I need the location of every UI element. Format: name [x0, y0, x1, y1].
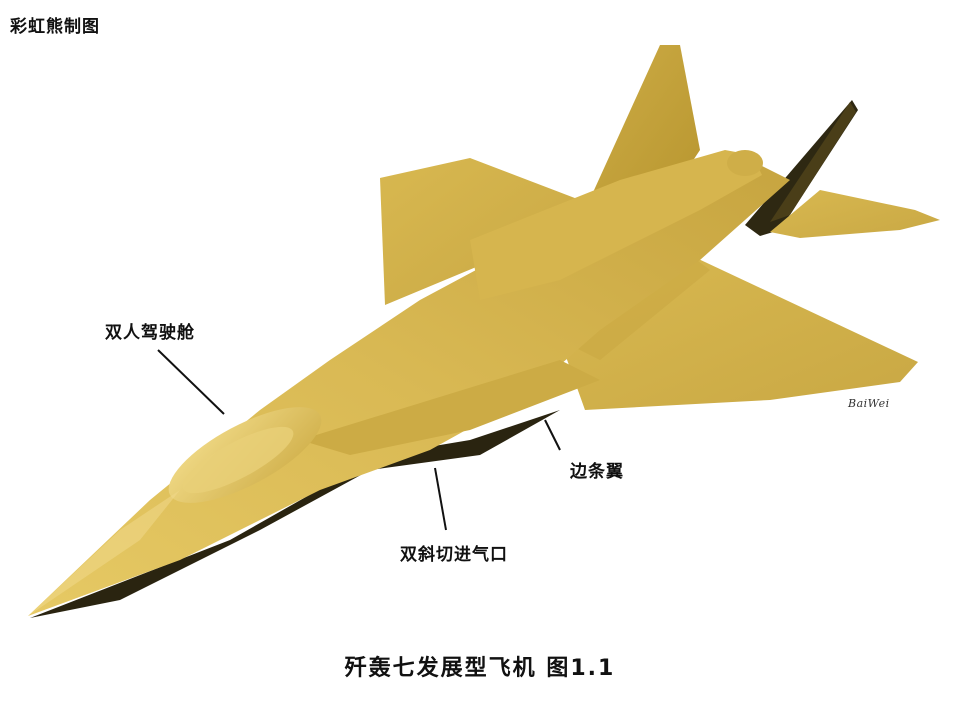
nose-highlight [28, 490, 180, 616]
figure-caption: 歼轰七发展型飞机 图1.1 [344, 656, 616, 681]
right-vertical-fin-edge [770, 102, 856, 222]
fuselage [28, 165, 790, 616]
dorsal-spine [470, 150, 762, 300]
fuselage-underside-shadow [30, 410, 560, 618]
cockpit-callout-line [157, 349, 225, 415]
lerx-callout-line [544, 419, 561, 451]
right-wing-shade [560, 255, 710, 360]
corner-title: 彩虹熊制图 [10, 17, 100, 37]
right-stabilizer [770, 190, 940, 238]
label-lerx: 边条翼 [570, 462, 624, 482]
left-main-wing [380, 158, 580, 305]
artist-signature: BaiWei [848, 397, 890, 410]
engine-nozzle [727, 150, 763, 176]
label-cockpit: 双人驾驶舱 [105, 323, 195, 343]
inlet-callout-line [434, 467, 447, 531]
label-inlet: 双斜切进气口 [400, 545, 508, 565]
lerx-surface [300, 360, 600, 455]
cockpit-canopy-inner [182, 426, 294, 494]
